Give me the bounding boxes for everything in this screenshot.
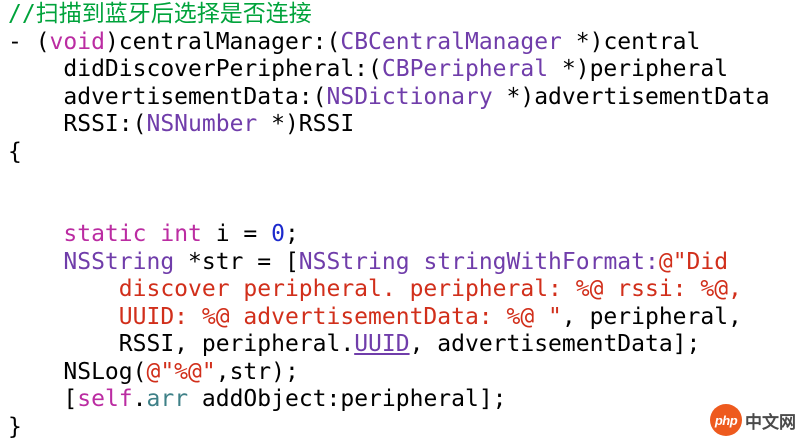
code-segment: i = (201, 221, 272, 247)
code-line: [self.arr addObject:peripheral]; (8, 386, 800, 414)
code-segment: void (49, 28, 105, 55)
watermark: php 中文网 (710, 404, 796, 436)
code-segment: *)RSSI (257, 111, 355, 137)
code-segment: self (77, 386, 133, 412)
code-segment (410, 249, 424, 275)
code-segment: CBCentralManager (340, 28, 562, 55)
code-segment: arr (146, 386, 189, 412)
code-line: discover peripheral. peripheral: %@ rssi… (8, 276, 800, 304)
code-block: //扫描到蓝牙后选择是否连接- (void)centralManager:(CB… (8, 1, 800, 441)
php-logo-icon: php (710, 404, 742, 436)
watermark-site-name: 中文网 (745, 412, 796, 432)
code-segment: discover peripheral. peripheral: %@ rssi… (8, 276, 742, 302)
code-segment: *)peripheral (548, 56, 729, 82)
code-segment: NSLog( (8, 358, 147, 385)
code-segment (146, 221, 160, 247)
code-segment: @"%@" (146, 358, 216, 385)
code-line: RSSI:(NSNumber *)RSSI (8, 111, 800, 139)
code-line (8, 194, 800, 222)
code-segment: UUID (354, 331, 410, 357)
code-segment (8, 249, 63, 275)
code-segment: CBPeripheral (381, 56, 549, 82)
code-segment: *)central (561, 28, 701, 55)
code-line: NSString *str = [NSString stringWithForm… (8, 249, 800, 277)
code-segment: NSNumber (146, 111, 258, 137)
code-line: } (8, 414, 800, 442)
code-segment: int (160, 221, 202, 247)
code-segment: } (8, 413, 22, 440)
code-segment: addObject:peripheral]; (188, 386, 507, 412)
code-segment: ; (285, 221, 299, 247)
code-segment: RSSI, peripheral. (8, 331, 355, 357)
code-segment: . (132, 386, 147, 412)
code-segment: ,str); (215, 358, 299, 385)
code-line: - (void)centralManager:(CBCentralManager… (8, 29, 800, 57)
code-segment: NSString (298, 248, 410, 275)
code-segment: //扫描到蓝牙后选择是否连接 (8, 1, 312, 27)
code-segment: , advertisementData]; (409, 331, 701, 357)
code-segment: didDiscoverPeripheral:( (8, 56, 382, 82)
code-segment: *str = [ (174, 248, 299, 275)
code-segment: advertisementData:( (8, 83, 327, 110)
code-segment: NSDictionary (326, 83, 493, 110)
code-line: //扫描到蓝牙后选择是否连接 (8, 1, 800, 29)
code-line: didDiscoverPeripheral:(CBPeripheral *)pe… (8, 56, 800, 84)
code-segment: { (8, 138, 22, 165)
code-segment: , peripheral, (561, 303, 742, 330)
code-line: RSSI, peripheral.UUID, advertisementData… (8, 331, 800, 359)
code-line: advertisementData:(NSDictionary *)advert… (8, 84, 800, 112)
code-segment: )centralManager:( (104, 28, 341, 55)
code-segment: NSString (63, 248, 175, 275)
code-segment: - ( (8, 28, 50, 55)
code-segment (8, 221, 63, 247)
code-segment: @"Did (658, 248, 729, 275)
code-segment: stringWithFormat: (423, 248, 659, 275)
code-line: NSLog(@"%@",str); (8, 359, 800, 387)
code-line: UUID: %@ advertisementData: %@ ", periph… (8, 304, 800, 332)
code-segment: *)advertisementData (492, 83, 770, 110)
code-segment: 0 (271, 221, 285, 247)
code-line: static int i = 0; (8, 221, 800, 249)
code-line (8, 166, 800, 194)
code-segment: RSSI:( (8, 111, 147, 137)
code-segment: [ (8, 386, 78, 412)
code-segment: UUID: %@ advertisementData: %@ " (8, 303, 562, 330)
code-line: { (8, 139, 800, 167)
code-segment: static (63, 221, 147, 247)
